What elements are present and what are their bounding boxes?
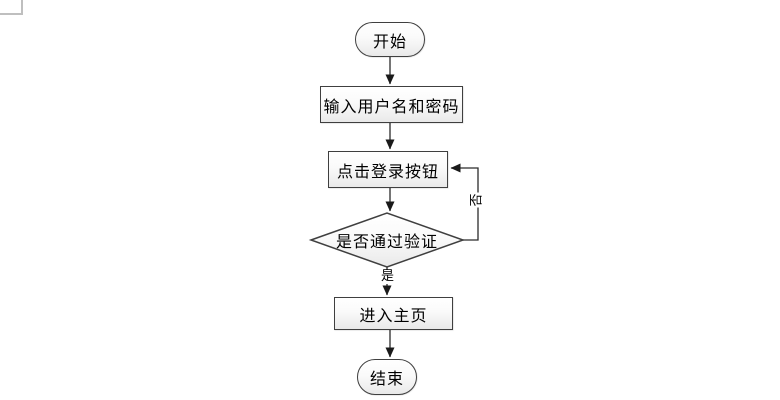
- cropped-box-corner-horizontal: [0, 13, 23, 15]
- node-enter-homepage-label: 进入主页: [359, 305, 428, 325]
- node-input-credentials[interactable]: 输入用户名和密码: [320, 86, 463, 123]
- node-start-label: 开始: [372, 31, 407, 51]
- cropped-box-corner-vertical: [21, 0, 23, 14]
- node-enter-homepage[interactable]: 进入主页: [334, 297, 453, 330]
- node-end[interactable]: 结束: [357, 359, 417, 395]
- node-input-credentials-label: 输入用户名和密码: [323, 96, 460, 116]
- node-click-login[interactable]: 点击登录按钮: [328, 151, 448, 188]
- node-click-login-label: 点击登录按钮: [336, 161, 439, 181]
- edge-label-yes: 是: [380, 269, 396, 284]
- node-end-label: 结束: [369, 369, 404, 388]
- edge-label-no: 否: [469, 192, 485, 208]
- node-decision-label: 是否通过验证: [335, 232, 438, 251]
- node-start[interactable]: 开始: [355, 22, 425, 57]
